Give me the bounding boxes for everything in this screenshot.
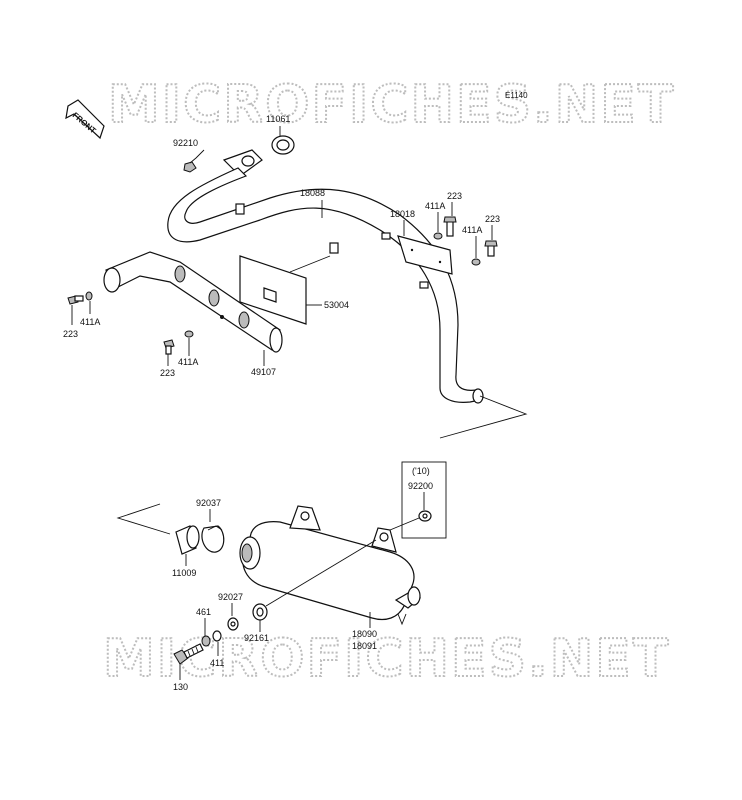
label-18090: 18090 — [352, 629, 377, 639]
gasket-11061[interactable] — [271, 135, 295, 155]
label-11009: 11009 — [172, 568, 196, 578]
label-53004: 53004 — [324, 300, 349, 310]
label-411: 411 — [210, 658, 224, 668]
variant-note: ('10) — [412, 466, 430, 476]
exhaust-pipe-18088[interactable] — [167, 167, 484, 404]
label-223-d: 223 — [160, 368, 175, 378]
bolt-223-left[interactable] — [67, 295, 84, 305]
gasket-11009[interactable] — [175, 525, 200, 555]
label-92027: 92027 — [218, 592, 243, 602]
label-18091: 18091 — [352, 641, 377, 651]
label-411A-a: 411A — [425, 201, 445, 211]
front-arrow-icon: FRONT — [65, 99, 105, 140]
label-461: 461 — [196, 607, 211, 617]
label-92161: 92161 — [244, 633, 269, 643]
heat-shield-53004[interactable] — [239, 255, 307, 325]
diagram-code: E1140 — [505, 91, 528, 100]
label-411A-d: 411A — [178, 357, 198, 367]
grommet-92161[interactable] — [252, 603, 268, 621]
label-18018: 18018 — [390, 209, 415, 219]
washer-411a-upper-right[interactable] — [471, 258, 481, 266]
label-92210: 92210 — [173, 138, 198, 148]
label-223-a: 223 — [447, 191, 462, 201]
watermark-top: MICROFICHES.NET — [108, 75, 675, 135]
pipe-cover-49107[interactable] — [103, 251, 283, 353]
washer-411[interactable] — [212, 630, 222, 642]
label-223-b: 223 — [485, 214, 500, 224]
bolt-223-lower[interactable] — [163, 339, 175, 355]
washer-411a-upper-left[interactable] — [433, 232, 443, 240]
nut-92210[interactable] — [183, 161, 197, 173]
label-223-c: 223 — [63, 329, 78, 339]
collar-92027[interactable] — [227, 617, 239, 631]
label-11061: 11061 — [266, 114, 290, 124]
variant-box — [401, 461, 447, 539]
washer-411a-lower[interactable] — [184, 330, 194, 338]
label-411A-b: 411A — [462, 225, 482, 235]
bolt-130[interactable] — [173, 643, 204, 665]
bolt-223-upper-right[interactable] — [484, 240, 498, 257]
clamp-92037[interactable] — [201, 525, 225, 553]
bolt-223-upper-left[interactable] — [443, 216, 457, 237]
label-130: 130 — [173, 682, 188, 692]
label-49107: 49107 — [251, 367, 276, 377]
washer-411a-left[interactable] — [85, 291, 93, 301]
watermark-bottom: MICROFICHES.NET — [103, 629, 670, 689]
washer-92200[interactable] — [418, 510, 432, 522]
label-18088: 18088 — [300, 188, 325, 198]
label-411A-c: 411A — [80, 317, 100, 327]
bracket-18018[interactable] — [381, 232, 453, 289]
washer-461[interactable] — [201, 635, 211, 647]
label-92037: 92037 — [196, 498, 221, 508]
label-92200: 92200 — [408, 481, 433, 491]
muffler-18090[interactable] — [239, 505, 422, 626]
